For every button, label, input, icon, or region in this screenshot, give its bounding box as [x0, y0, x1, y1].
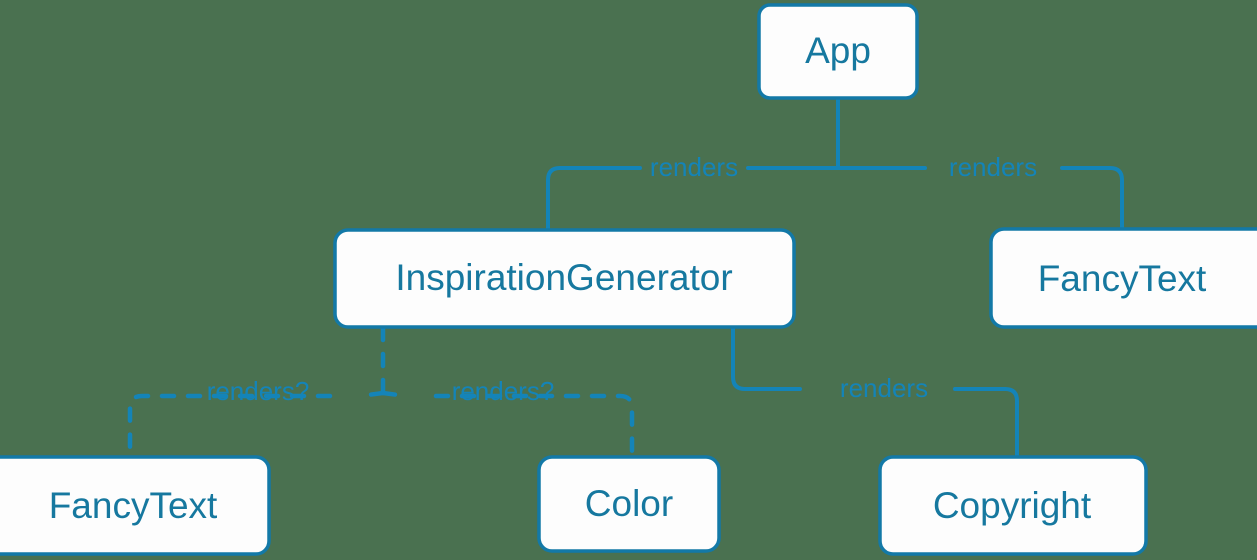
node-fancytext-bottom-label: FancyText: [49, 485, 218, 526]
node-inspiration-generator[interactable]: InspirationGenerator: [333, 228, 796, 329]
node-fancytext-bottom[interactable]: FancyText: [0, 455, 271, 556]
node-copyright-label: Copyright: [933, 485, 1092, 526]
edge-label-inspiration-to-fancytext: renders?: [207, 376, 310, 406]
edge-inspiration-to-copyright-segment-right: [953, 387, 1019, 458]
node-fancytext-bottom-box[interactable]: [0, 455, 271, 556]
edge-inspiration-to-fancytext-joint: [357, 390, 386, 399]
node-copyright[interactable]: Copyright: [878, 455, 1148, 556]
edge-label-app-to-fancytext: renders: [949, 152, 1037, 182]
edge-inspiration-to-fancytext-segment: [127, 393, 333, 461]
node-inspiration-generator-label: InspirationGenerator: [395, 257, 732, 298]
node-fancytext-right[interactable]: FancyText: [989, 227, 1257, 329]
node-color[interactable]: Color: [537, 455, 721, 553]
edge-inspiration-to-color-segment: [433, 393, 635, 459]
edge-app-to-fancytext-segment-right: [1060, 166, 1124, 230]
edge-label-inspiration-to-color: renders?: [452, 376, 555, 406]
node-app[interactable]: App: [757, 3, 919, 100]
node-color-label: Color: [585, 483, 673, 524]
node-app-box[interactable]: [757, 3, 919, 100]
edge-app-to-inspiration-segment-left: [546, 166, 642, 231]
node-color-box[interactable]: [537, 455, 721, 553]
edge-inspiration-to-color-joint: [380, 390, 409, 399]
node-fancytext-right-label: FancyText: [1038, 258, 1207, 299]
edge-inspiration-to-copyright-segment-left: [731, 326, 802, 391]
node-fancytext-right-box[interactable]: [989, 227, 1257, 329]
node-app-label: App: [805, 30, 871, 71]
edge-label-app-to-inspiration: renders: [650, 152, 738, 182]
edge-label-inspiration-to-copyright: renders: [840, 373, 928, 403]
node-copyright-box[interactable]: [878, 455, 1148, 556]
node-inspiration-generator-box[interactable]: [333, 228, 796, 329]
